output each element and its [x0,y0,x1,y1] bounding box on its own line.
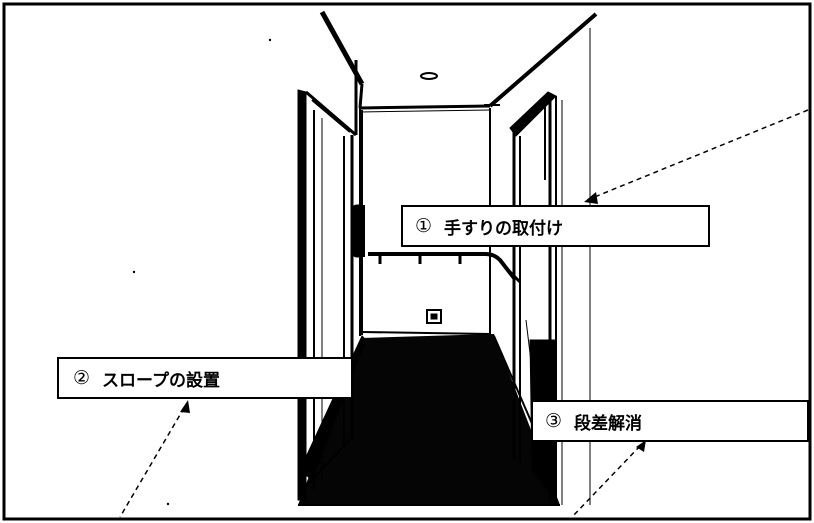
handrail [368,252,522,284]
callout-number: ③ [545,410,563,432]
corridor-floor [298,334,560,505]
callout-slope: ② スロープの設置 [57,357,353,399]
leader-lines [119,109,809,518]
callout-handrail: ① 手すりの取付け [401,205,710,247]
callout-label: スロープの設置 [102,370,221,391]
callout-step-removal: ③ 段差解消 [531,400,809,442]
callout-number: ① [415,215,433,237]
callout-label: 手すりの取付け [444,218,564,239]
callout-label: 段差解消 [574,413,643,434]
callout-number: ② [73,367,91,389]
leader-arrowheads [180,192,646,452]
